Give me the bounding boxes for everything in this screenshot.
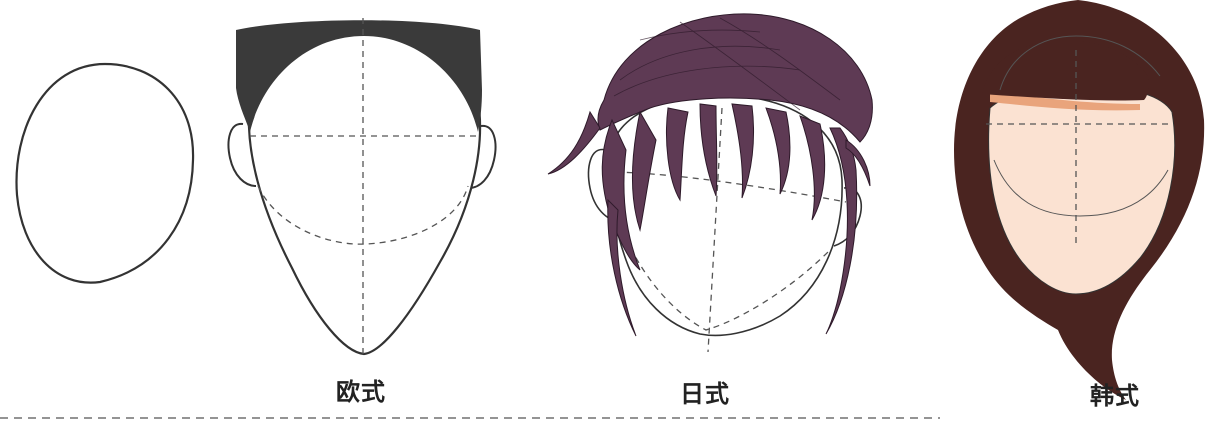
plain-oval-face bbox=[15, 62, 195, 284]
japanese-jaw-guide bbox=[625, 237, 831, 331]
korean-face bbox=[954, 0, 1205, 400]
korean-jaw-guide bbox=[993, 159, 1169, 217]
japanese-hair bbox=[547, 13, 873, 337]
european-label: 欧式 bbox=[336, 378, 386, 406]
european-hair bbox=[236, 20, 482, 132]
korean-bangs bbox=[982, 40, 1149, 101]
korean-label: 韩式 bbox=[1090, 382, 1140, 410]
european-right-ear bbox=[468, 124, 497, 189]
japanese-face bbox=[547, 13, 873, 353]
korean-crown-arc bbox=[999, 35, 1161, 91]
european-face bbox=[227, 18, 497, 356]
european-face-outline bbox=[247, 30, 482, 356]
oval-face-outline bbox=[15, 62, 195, 284]
japanese-label: 日式 bbox=[680, 380, 730, 408]
japanese-hair-strands bbox=[613, 17, 841, 111]
japanese-vertical-guide bbox=[707, 107, 723, 353]
european-left-ear bbox=[227, 122, 257, 187]
